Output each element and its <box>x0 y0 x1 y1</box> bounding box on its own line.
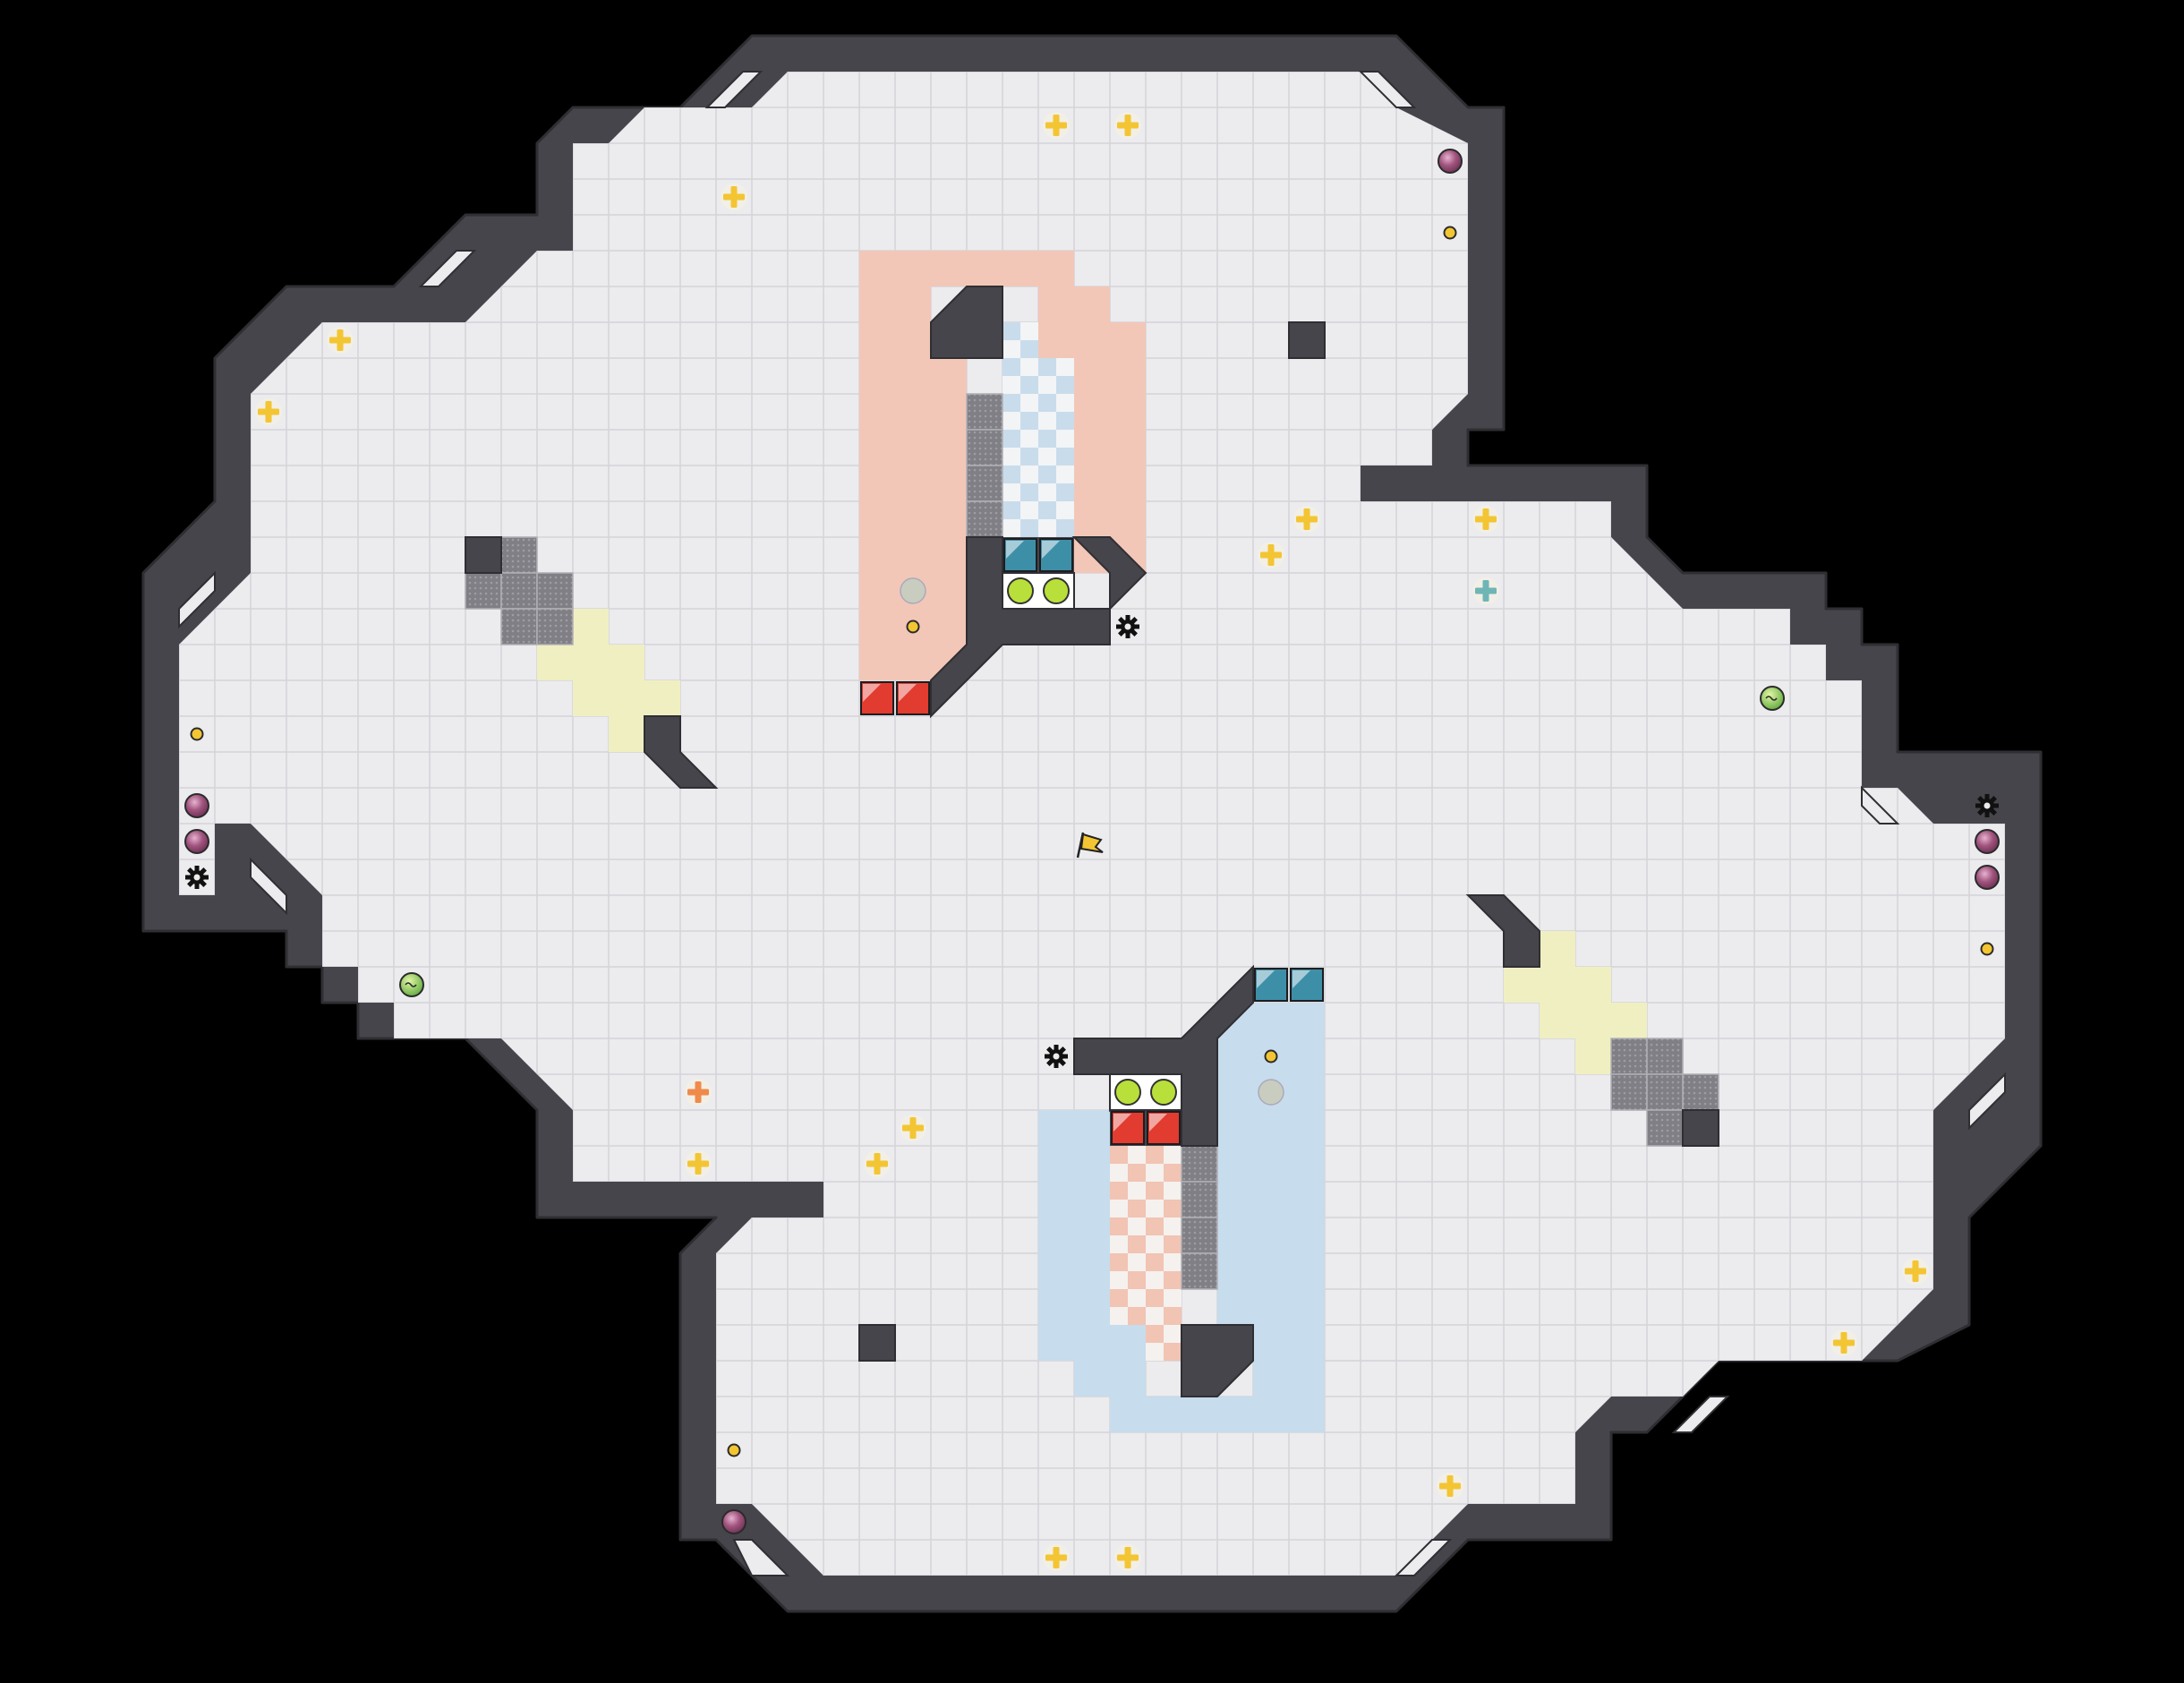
plus-pickup-icon <box>1043 112 1070 139</box>
team-zones <box>537 251 1647 1432</box>
ghost-icon <box>900 577 926 604</box>
orb-icon <box>721 1509 746 1534</box>
block <box>465 536 502 574</box>
plus-pickup-icon <box>1114 112 1141 139</box>
wedge-block <box>930 286 1003 359</box>
lime-pad-icon <box>1150 1079 1177 1106</box>
orb-icon <box>184 829 209 854</box>
gear-icon <box>1045 1045 1068 1068</box>
plus-pickup-icon <box>1902 1258 1929 1285</box>
wedge-block <box>1181 1324 1254 1397</box>
block <box>1682 1109 1719 1147</box>
lime-pad-icon <box>1007 577 1034 604</box>
lime-pad-icon <box>1114 1079 1141 1106</box>
plus-pickup-icon <box>1043 1544 1070 1571</box>
ghost-icon <box>1258 1079 1284 1106</box>
spawn-tiles <box>860 538 1324 1145</box>
gear-icon <box>1116 615 1139 638</box>
red-checker-lane <box>1002 322 1074 537</box>
red-zone <box>859 251 1146 680</box>
orb-icon <box>1975 865 2000 890</box>
wall-slots <box>178 71 2006 1576</box>
mesh-tiles <box>465 393 1719 1290</box>
plus-pickup-icon <box>721 184 747 210</box>
diagonal-wall <box>644 715 719 789</box>
plus-pickup-icon <box>685 1150 712 1177</box>
dot-icon <box>727 1443 741 1457</box>
dot-icon <box>1443 226 1457 240</box>
dot-icon <box>906 619 920 634</box>
plus-pickups <box>255 112 1929 1571</box>
plus-pickup-icon <box>685 1079 712 1106</box>
arena-floor <box>179 72 2005 1576</box>
plus-pickup-icon <box>1293 506 1320 533</box>
orb-icon <box>1438 149 1463 174</box>
gear-icon <box>1975 794 1999 817</box>
blue-zone <box>1038 1003 1325 1432</box>
plus-pickup-icon <box>1472 577 1499 604</box>
dot-icon <box>1264 1049 1278 1064</box>
plus-pickup-icon <box>864 1150 891 1177</box>
orb-icon <box>1975 829 2000 854</box>
block <box>1288 321 1326 359</box>
plus-pickup-icon <box>1472 506 1499 533</box>
lime-pad-icon <box>1043 577 1070 604</box>
yellow-zone-left <box>537 609 680 752</box>
green-orb-icon <box>399 972 424 997</box>
dot-icon <box>190 727 204 741</box>
blue-checker-lane <box>1110 1146 1182 1361</box>
plus-pickup-icon <box>255 398 282 425</box>
plus-pickup-icon <box>900 1115 926 1141</box>
plus-pickup-icon <box>1258 542 1284 568</box>
plus-pickup-icon <box>1437 1473 1463 1499</box>
flag-icon <box>1076 832 1104 859</box>
lime-pads <box>1002 572 1182 1111</box>
plus-pickup-icon <box>327 327 354 354</box>
orb-icon <box>184 793 209 818</box>
gears <box>185 615 1999 1068</box>
block <box>858 1324 896 1362</box>
ghost-markers <box>900 577 1284 1106</box>
diagonal-wall <box>1465 894 1540 968</box>
plus-pickup-icon <box>1114 1544 1141 1571</box>
plus-pickup-icon <box>1830 1329 1857 1356</box>
items <box>184 149 2000 1534</box>
green-orb-icon <box>1760 686 1785 711</box>
dot-icon <box>1980 942 1994 956</box>
gear-icon <box>185 866 209 889</box>
yellow-zone-right <box>1504 931 1647 1074</box>
